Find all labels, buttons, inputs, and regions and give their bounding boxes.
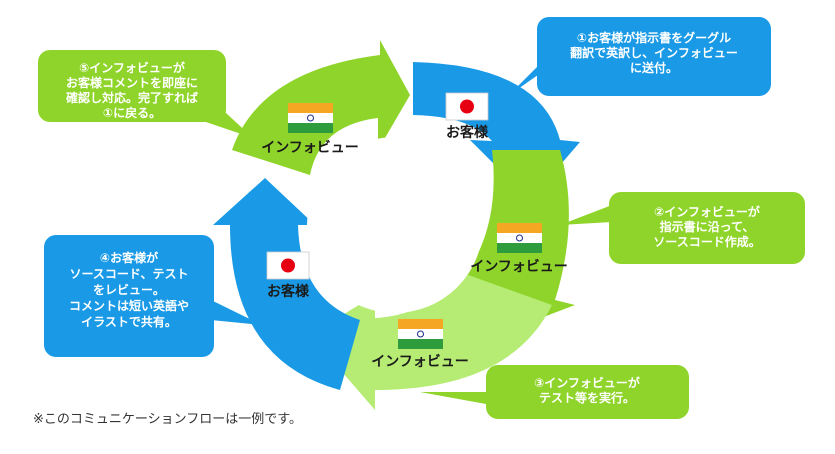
- flag-india-topleft: [288, 103, 333, 133]
- callout-line: コメントは短い英語や: [69, 298, 189, 313]
- callout-line: 翻訳で英訳し、インフォビュー: [570, 45, 738, 60]
- node-label-customer-top: お客様: [446, 124, 489, 141]
- ring-center: [307, 137, 483, 313]
- node-label-india-topleft: インフォビュー: [261, 140, 359, 156]
- callout-text-step4: ④お客様がソースコード、テストをレビュー。コメントは短い英語やイラストで共有。: [69, 250, 189, 329]
- callout-line: 指示書に沿って、: [660, 219, 755, 234]
- callout-line: ①に戻る。: [103, 105, 161, 120]
- callout-step3: [420, 365, 689, 419]
- callout-line: をレビュー。: [93, 282, 165, 297]
- callout-line: ②インフォビューが: [654, 204, 760, 219]
- callout-step1: [508, 17, 771, 96]
- callout-step2: [560, 192, 805, 264]
- node-label-india-right: インフォビュー: [470, 259, 568, 275]
- callout-line: お客様コメントを即座に: [66, 75, 198, 90]
- flag-india-bottom: [398, 319, 443, 349]
- callout-line: ③インフォビューが: [534, 375, 640, 390]
- callout-step5: [38, 50, 253, 138]
- callout-line: イラストで共有。: [81, 314, 177, 329]
- node-label-customer-left: お客様: [267, 283, 310, 300]
- callout-line: ソースコード、テスト: [70, 267, 189, 281]
- arrow-blue-left: [213, 178, 360, 390]
- callout-line: に送付。: [630, 60, 678, 75]
- callout-line: 確認し対応。完了すれば: [66, 90, 198, 105]
- callout-line: ソースコード作成。: [653, 234, 760, 249]
- callout-text-step2: ②インフォビューが指示書に沿って、ソースコード作成。: [653, 204, 760, 249]
- flag-india-right: [497, 223, 542, 253]
- flag-japan-top: [445, 92, 489, 121]
- callout-step4: [44, 235, 262, 357]
- node-label-india-bottom: インフォビュー: [371, 354, 469, 370]
- callout-line: ⑤インフォビューが: [79, 60, 185, 75]
- callout-text-step1: ①お客様が指示書をグーグル翻訳で英訳し、インフォビューに送付。: [570, 30, 738, 75]
- callout-line: ④お客様が: [100, 250, 158, 265]
- footnote: ※このコミュニケーションフローは一例です。: [33, 412, 302, 427]
- callout-line: テスト等を実行。: [539, 390, 635, 405]
- callout-line: ①お客様が指示書をグーグル: [577, 30, 731, 45]
- flag-japan-left: [266, 251, 310, 280]
- callout-text-step3: ③インフォビューがテスト等を実行。: [534, 375, 640, 405]
